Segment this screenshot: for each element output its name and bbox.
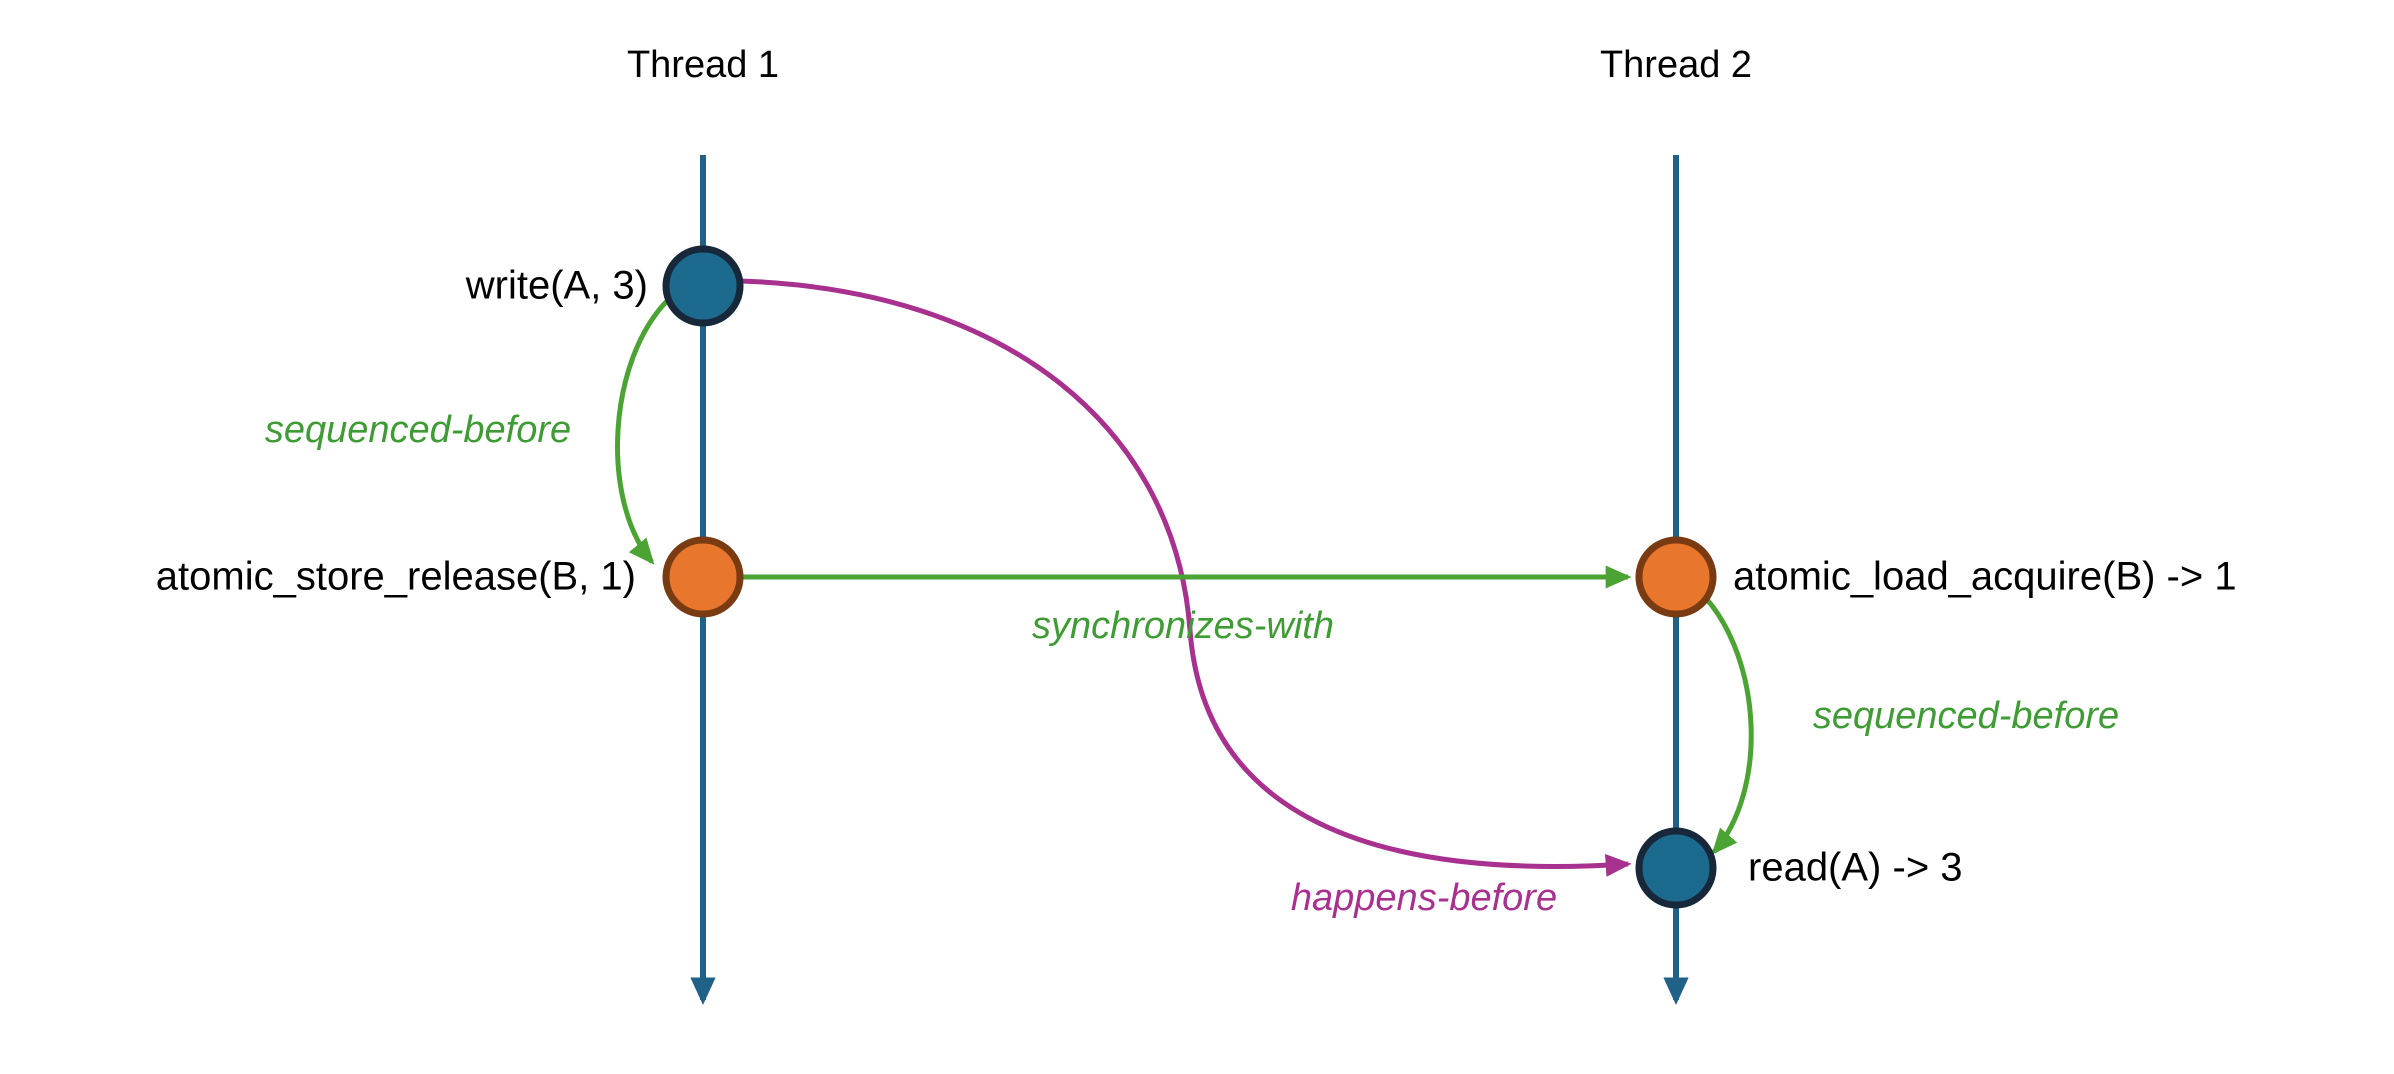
event-node-atomic-store-release-b-1[interactable] [662,536,744,618]
relation-label-happens-before: happens-before [1291,877,1557,919]
relation-label-sequenced-before-thread-1: sequenced-before [265,409,571,451]
event-label-read-a-3: read(A) -> 3 [1748,846,1963,890]
edge-sequenced-before-thread-1 [615,298,670,565]
event-node-read-a-3[interactable] [1635,827,1717,909]
thread-2-title: Thread 2 [1600,44,1752,86]
event-label-atomic-load-acquire-b: atomic_load_acquire(B) -> 1 [1733,555,2237,599]
relation-label-synchronizes-with: synchronizes-with [1032,605,1334,647]
event-label-atomic-store-release-b-1: atomic_store_release(B, 1) [156,555,636,599]
event-node-atomic-load-acquire-b[interactable] [1635,536,1717,618]
event-node-write-a-3[interactable] [662,245,744,327]
thread-1-title: Thread 1 [627,44,779,86]
edge-happens-before [740,278,1632,877]
relation-label-sequenced-before-thread-2: sequenced-before [1813,695,2119,737]
event-label-write-a-3: write(A, 3) [465,264,648,308]
edge-sequenced-before-thread-2 [1702,594,1754,855]
